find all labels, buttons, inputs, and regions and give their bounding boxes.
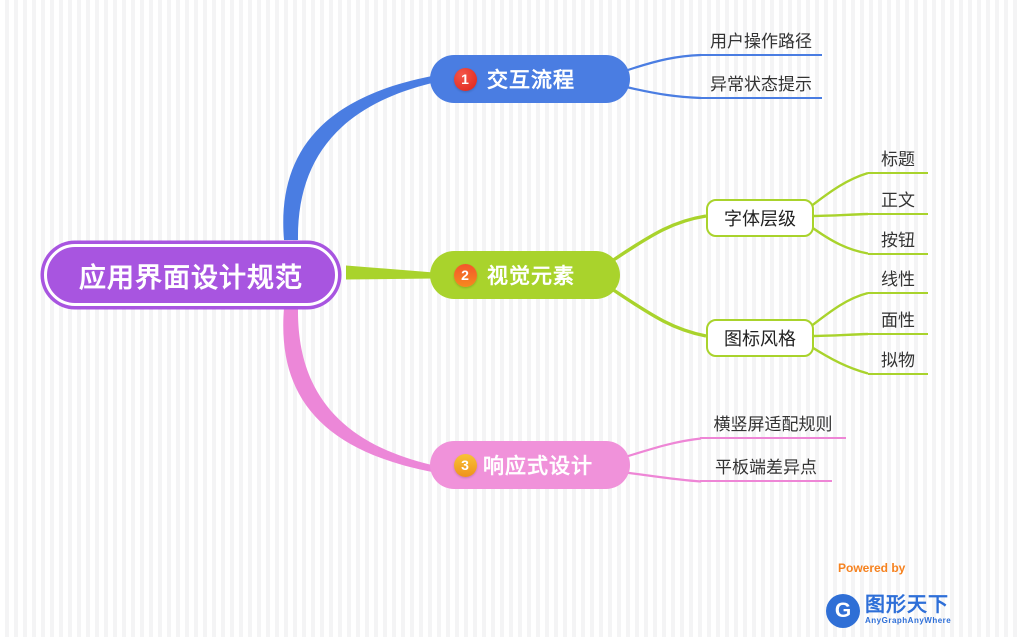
leaf-user-operation-path[interactable]: 用户操作路径 [700,29,822,56]
branch2-number-badge: 2 [454,263,477,287]
leaf-button[interactable]: 按钮 [868,228,928,255]
brand-subtitle: AnyGraphAnyWhere [865,616,952,625]
connector-icon-leaf3 [809,344,869,375]
branch1-label: 交互流程 [487,69,575,92]
connector-icon-leaf1 [809,291,869,328]
leaf-orientation-adaptation-rules[interactable]: 横竖屏适配规则 [700,412,846,439]
powered-by-label: Powered by [838,561,906,575]
branch3-label: 响应式设计 [483,455,593,478]
brand-name: 图形天下 [865,594,949,616]
subnode-icon-style[interactable]: 图标风格 [706,319,814,357]
connector-branch2-subnode1 [611,214,707,263]
connector-font-leaf1 [809,171,869,208]
connector-font-leaf3 [809,225,869,255]
brand-logo-link[interactable]: G 图形天下 AnyGraphAnyWhere [826,594,951,628]
connector-branch3-leaf2 [621,470,702,483]
connector-branch1-leaf1 [621,53,702,74]
subnode-font-hierarchy[interactable]: 字体层级 [706,199,814,237]
connector-branch2-subnode2 [611,287,707,338]
connector-icon-leaf2 [809,332,869,338]
leaf-abnormal-state-hint[interactable]: 异常状态提示 [700,72,822,99]
branch3-number-badge: 3 [454,453,477,477]
leaf-tablet-differences[interactable]: 平板端差异点 [700,455,832,482]
branch-node-visual-elements[interactable]: 2 视觉元素 [430,251,620,299]
connector-central-to-branch3 [283,308,432,472]
connector-central-to-branch1 [283,76,432,240]
connector-central-to-branch2 [346,265,434,280]
leaf-filled-style[interactable]: 面性 [868,308,928,335]
connector-font-leaf2 [809,212,869,218]
connector-branch1-leaf2 [621,84,702,100]
brand-logo-icon: G [826,594,860,628]
leaf-skeuomorphic-style[interactable]: 拟物 [868,348,928,375]
leaf-body-text[interactable]: 正文 [868,188,928,215]
branch2-label: 视觉元素 [487,265,575,288]
leaf-line-style[interactable]: 线性 [868,267,928,294]
central-topic-label: 应用界面设计规范 [79,262,303,293]
branch-node-responsive-design[interactable]: 3 响应式设计 [430,441,630,489]
connector-branch3-leaf1 [621,437,702,460]
branch1-number-badge: 1 [454,67,477,91]
branch-node-interaction-flow[interactable]: 1 交互流程 [430,55,630,103]
central-topic-node[interactable]: 应用界面设计规范 [44,244,338,306]
leaf-title[interactable]: 标题 [868,147,928,174]
